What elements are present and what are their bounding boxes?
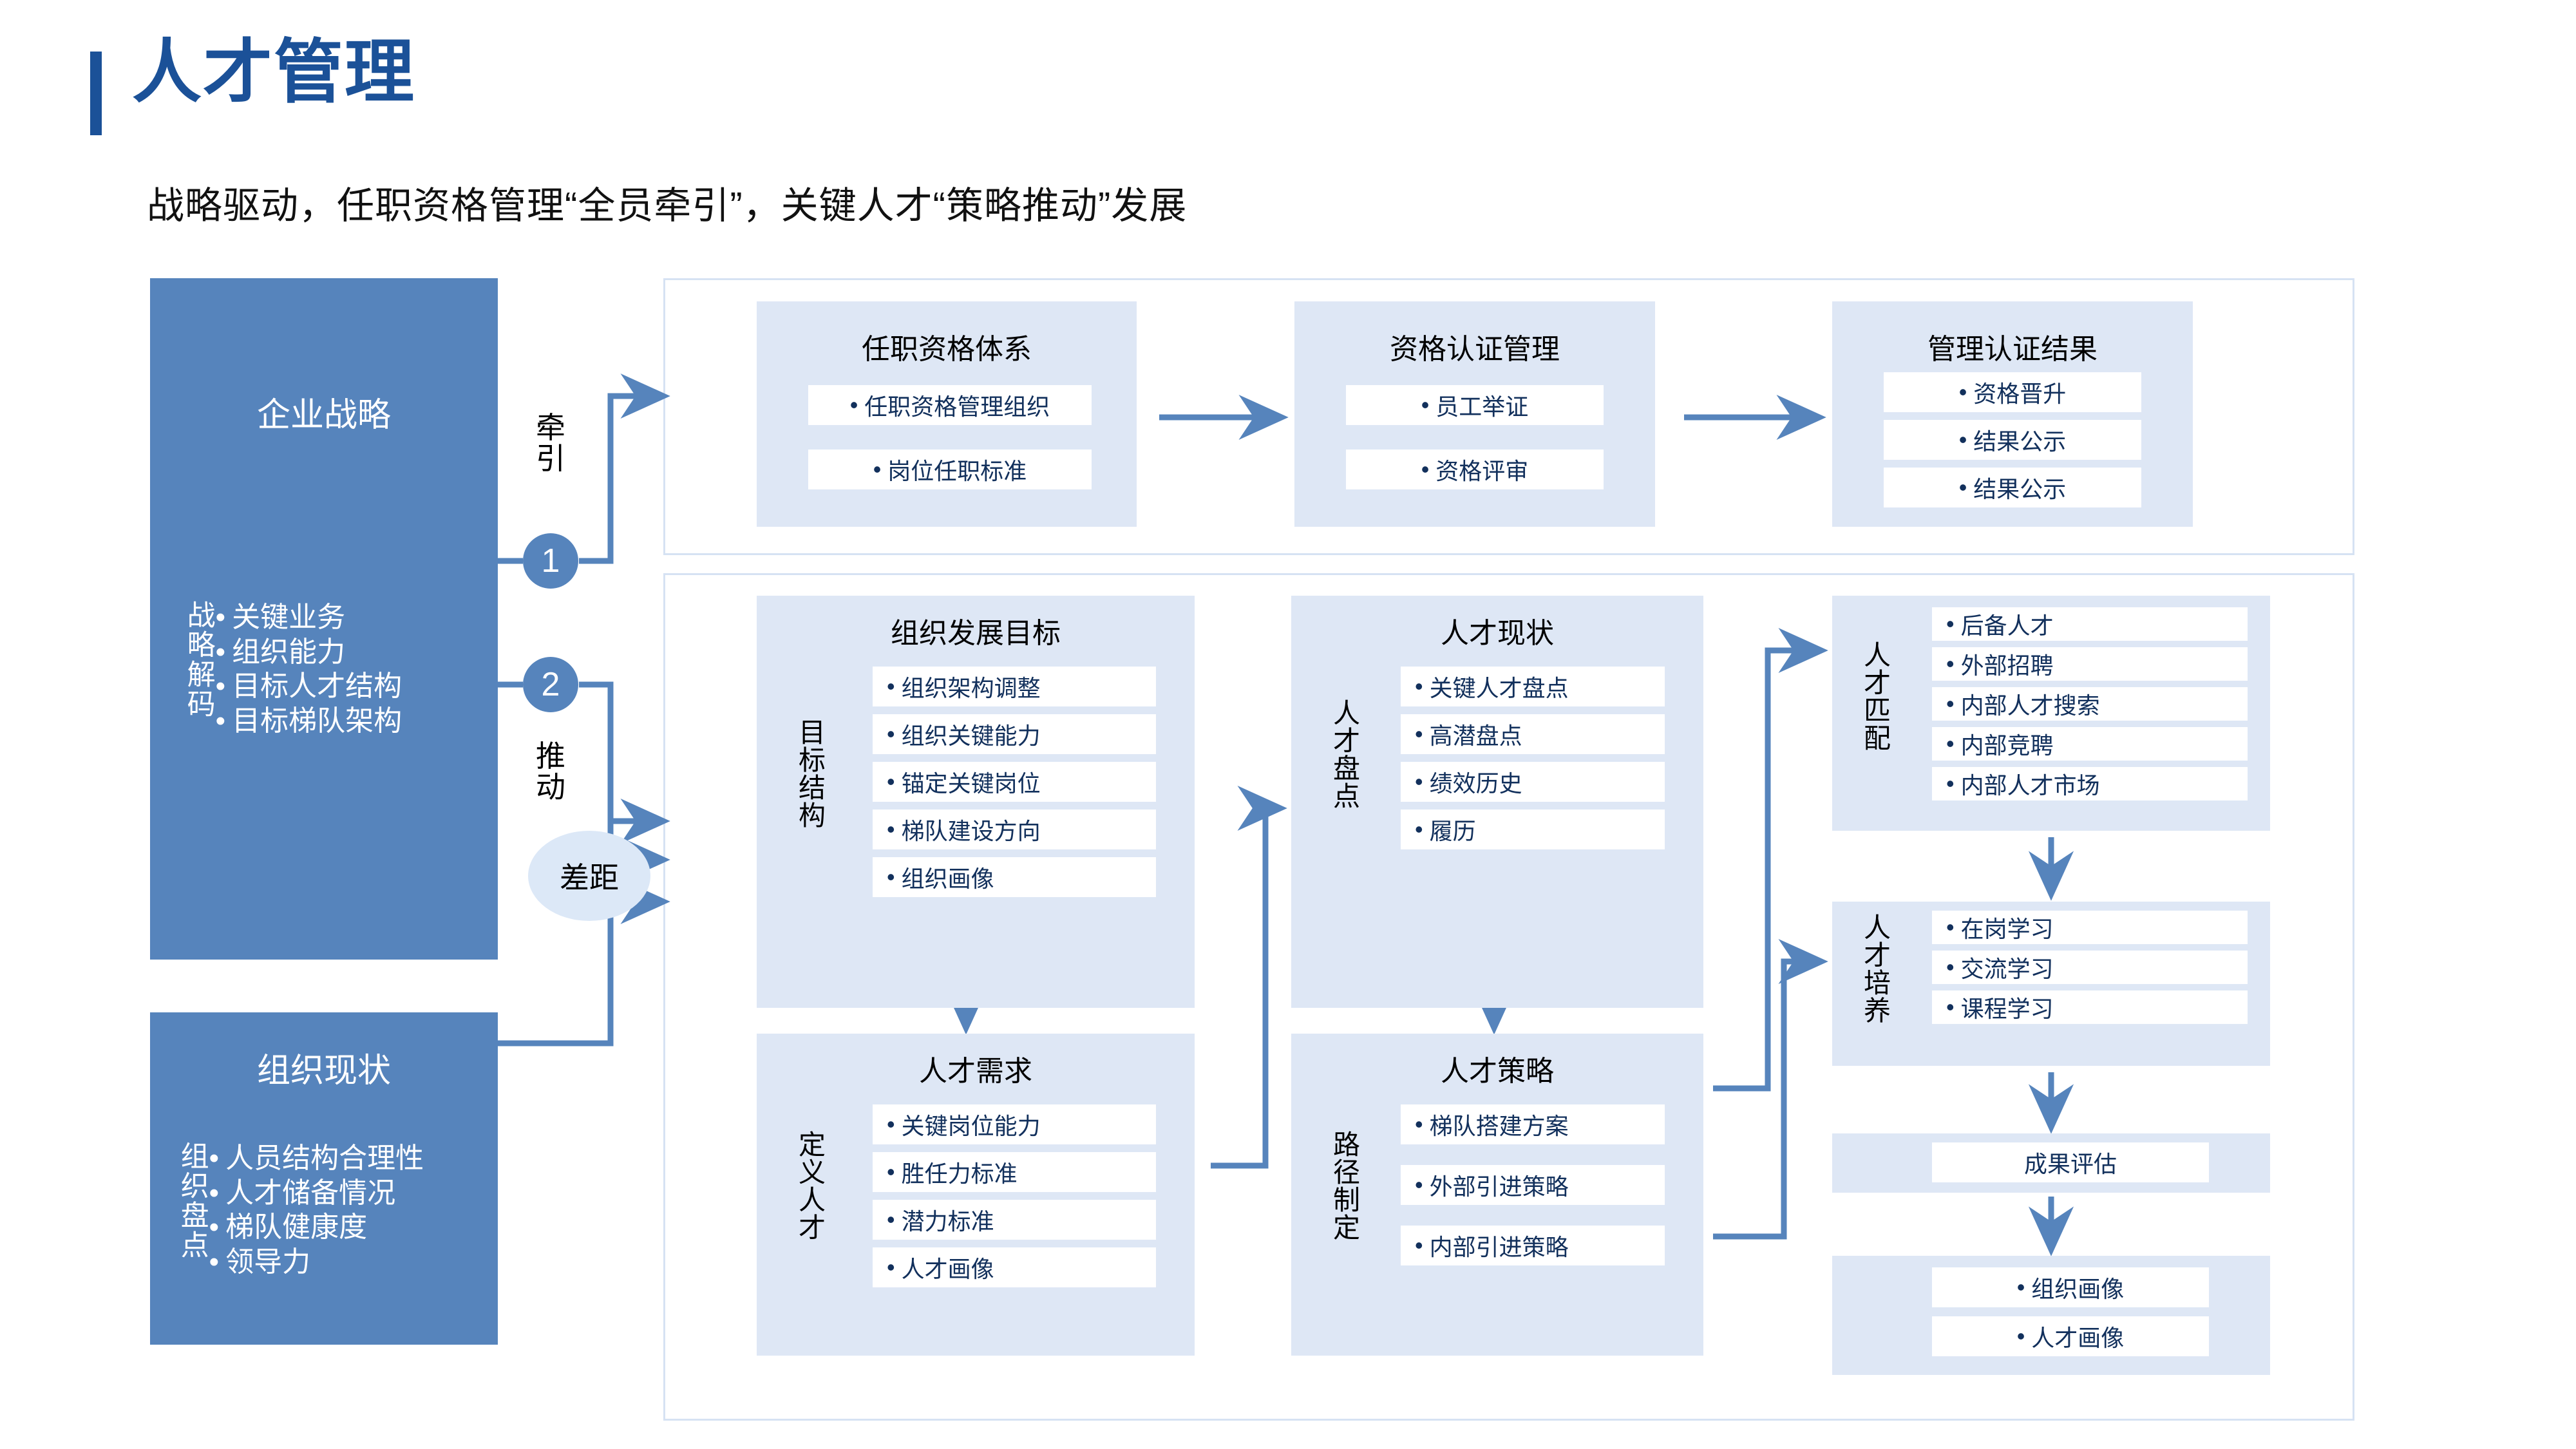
chip-list: 成果评估	[1932, 1142, 2209, 1182]
chip-item: 在岗学习	[1932, 911, 2248, 944]
chip-item: 人才画像	[1932, 1316, 2209, 1356]
chip-item: 内部竞聘	[1932, 727, 2248, 761]
list-item: 关键业务	[216, 600, 402, 635]
chip-item: 内部人才搜索	[1932, 687, 2248, 721]
card-talent-strategy: 人才策略 路径制定 梯队搭建方案 外部引进策略 内部引进策略	[1291, 1034, 1703, 1356]
card-vertical-label: 目标结构	[795, 718, 826, 829]
chip-item: 组织关键能力	[873, 714, 1156, 754]
card-title: 管理认证结果	[1927, 334, 2098, 365]
list-item: 组织能力	[216, 635, 402, 670]
card-profiles: 组织画像 人才画像	[1832, 1256, 2270, 1375]
card-outcome-assessment: 成果评估	[1832, 1133, 2270, 1193]
list-item: 领导力	[209, 1245, 424, 1280]
list-item: 梯队健康度	[209, 1210, 424, 1245]
card-title: 人才策略	[1441, 1056, 1554, 1087]
card-title: 人才需求	[919, 1056, 1032, 1087]
panel-item-list: 关键业务 组织能力 目标人才结构 目标梯队架构	[216, 600, 402, 739]
chip-item: 资格晋升	[1884, 372, 2141, 412]
step-badge-1: 1	[523, 533, 578, 589]
chip-item: 潜力标准	[873, 1200, 1156, 1240]
chip-list: 员工举证 资格评审	[1346, 385, 1604, 489]
chip-item: 绩效历史	[1401, 762, 1665, 802]
chip-list: 关键岗位能力 胜任力标准 潜力标准 人才画像	[873, 1104, 1156, 1287]
card-certification-result: 管理认证结果 资格晋升 结果公示 结果公示	[1832, 301, 2193, 527]
chip-item: 内部人才市场	[1932, 767, 2248, 800]
chip-list: 组织架构调整 组织关键能力 锚定关键岗位 梯队建设方向 组织画像	[873, 667, 1156, 897]
chip-item: 交流学习	[1932, 951, 2248, 984]
list-item: 目标人才结构	[216, 669, 402, 704]
panel-org-status: 组织现状 组织盘点 人员结构合理性 人才储备情况 梯队健康度 领导力	[150, 1012, 498, 1345]
connector-label-pull: 牵引	[536, 411, 565, 476]
chip-item: 梯队搭建方案	[1401, 1104, 1665, 1144]
chip-item: 锚定关键岗位	[873, 762, 1156, 802]
chip-item: 结果公示	[1884, 420, 2141, 460]
chip-list: 资格晋升 结果公示 结果公示	[1884, 372, 2141, 507]
panel-title: 组织现状	[256, 1052, 391, 1090]
chip-item: 人才画像	[873, 1247, 1156, 1287]
card-org-development-goal: 组织发展目标 目标结构 组织架构调整 组织关键能力 锚定关键岗位 梯队建设方向 …	[757, 596, 1195, 1008]
chip-list: 后备人才 外部招聘 内部人才搜索 内部竞聘 内部人才市场	[1932, 607, 2248, 800]
panel-vertical-label: 战略解码	[182, 600, 214, 719]
chip-item: 梯队建设方向	[873, 810, 1156, 849]
chip-item: 组织架构调整	[873, 667, 1156, 706]
card-vertical-label: 定义人才	[795, 1130, 826, 1241]
card-talent-status: 人才现状 人才盘点 关键人才盘点 高潜盘点 绩效历史 履历	[1291, 596, 1703, 1008]
chip-item: 关键人才盘点	[1401, 667, 1665, 706]
panel-body: 战略解码 关键业务 组织能力 目标人才结构 目标梯队架构	[181, 600, 402, 739]
chip-item: 高潜盘点	[1401, 714, 1665, 754]
chip-item: 资格评审	[1346, 450, 1604, 489]
panel-body: 组织盘点 人员结构合理性 人才储备情况 梯队健康度 领导力	[175, 1141, 424, 1280]
chip-item: 后备人才	[1932, 607, 2248, 641]
chip-item: 组织画像	[873, 857, 1156, 897]
panel-item-list: 人员结构合理性 人才储备情况 梯队健康度 领导力	[209, 1141, 424, 1280]
chip-item: 员工举证	[1346, 385, 1604, 425]
chip-item: 内部引进策略	[1401, 1226, 1665, 1265]
step-badge-2: 2	[523, 657, 578, 712]
page-subtitle: 战略驱动，任职资格管理“全员牵引”，关键人才“策略推动”发展	[147, 185, 1188, 227]
chip-item: 成果评估	[1932, 1142, 2209, 1182]
panel-title: 企业战略	[256, 397, 391, 434]
chip-list: 组织画像 人才画像	[1932, 1267, 2209, 1356]
chip-item: 外部招聘	[1932, 647, 2248, 681]
page-title: 人才管理	[132, 33, 416, 111]
list-item: 目标梯队架构	[216, 704, 402, 739]
card-talent-cultivation: 人才培养 在岗学习 交流学习 课程学习	[1832, 902, 2270, 1066]
card-vertical-label: 人才培养	[1860, 913, 1891, 1024]
chip-item: 课程学习	[1932, 990, 2248, 1024]
card-qualification-system: 任职资格体系 任职资格管理组织 岗位任职标准	[757, 301, 1137, 527]
card-vertical-label: 人才盘点	[1329, 699, 1360, 810]
chip-item: 履历	[1401, 810, 1665, 849]
title-accent-bar	[90, 52, 102, 135]
card-vertical-label: 人才匹配	[1860, 641, 1891, 752]
chip-item: 岗位任职标准	[808, 450, 1092, 489]
chip-list: 关键人才盘点 高潜盘点 绩效历史 履历	[1401, 667, 1665, 849]
card-talent-match: 人才匹配 后备人才 外部招聘 内部人才搜索 内部竞聘 内部人才市场	[1832, 596, 2270, 831]
chip-list: 任职资格管理组织 岗位任职标准	[808, 385, 1092, 489]
card-talent-demand: 人才需求 定义人才 关键岗位能力 胜任力标准 潜力标准 人才画像	[757, 1034, 1195, 1356]
card-vertical-label: 路径制定	[1329, 1130, 1360, 1241]
chip-item: 外部引进策略	[1401, 1165, 1665, 1205]
chip-item: 结果公示	[1884, 468, 2141, 507]
connector-label-push: 推动	[536, 739, 565, 804]
list-item: 人才储备情况	[209, 1176, 424, 1211]
card-certification-management: 资格认证管理 员工举证 资格评审	[1294, 301, 1655, 527]
card-title: 组织发展目标	[891, 618, 1061, 649]
gap-indicator: 差距	[528, 831, 650, 921]
chip-item: 组织画像	[1932, 1267, 2209, 1307]
panel-enterprise-strategy: 企业战略 战略解码 关键业务 组织能力 目标人才结构 目标梯队架构	[150, 278, 498, 960]
chip-item: 胜任力标准	[873, 1152, 1156, 1192]
panel-vertical-label: 组织盘点	[176, 1141, 208, 1260]
chip-item: 任职资格管理组织	[808, 385, 1092, 425]
chip-list: 梯队搭建方案 外部引进策略 内部引进策略	[1401, 1104, 1665, 1265]
card-title: 任职资格体系	[862, 334, 1032, 365]
list-item: 人员结构合理性	[209, 1141, 424, 1176]
card-title: 资格认证管理	[1390, 334, 1560, 365]
chip-item: 关键岗位能力	[873, 1104, 1156, 1144]
card-title: 人才现状	[1441, 618, 1554, 649]
chip-list: 在岗学习 交流学习 课程学习	[1932, 911, 2248, 1024]
